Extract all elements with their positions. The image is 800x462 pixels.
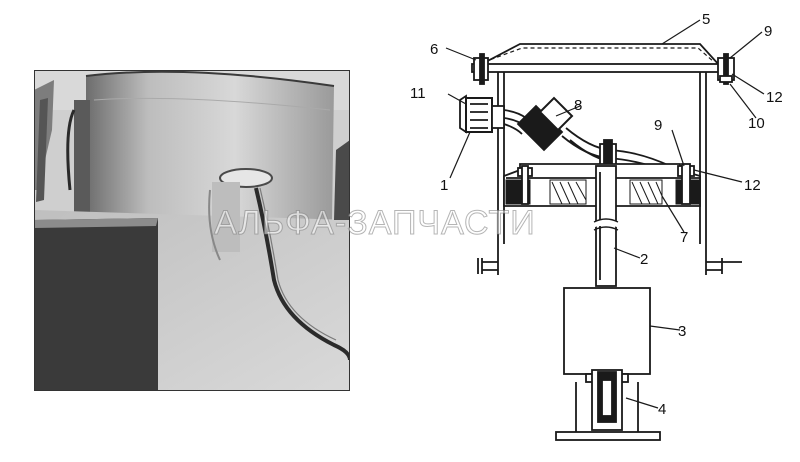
callout-12-bottom: 12 — [744, 177, 761, 194]
callout-11: 11 — [410, 85, 426, 102]
level-sensor-diagram: 6 5 9 12 10 11 1 8 9 12 7 2 3 4 — [410, 11, 783, 441]
callout-3: 3 — [678, 323, 686, 340]
callout-6: 6 — [430, 41, 438, 58]
sensor-installation-photo — [34, 70, 350, 391]
diagram-lines — [445, 19, 765, 441]
callout-12-top: 12 — [766, 89, 783, 106]
callout-4: 4 — [658, 401, 666, 418]
callout-7: 7 — [680, 229, 688, 246]
callout-5: 5 — [702, 11, 710, 28]
leader-lines — [445, 19, 765, 409]
callout-9-top: 9 — [764, 23, 772, 40]
callout-9-bottom: 9 — [654, 117, 662, 134]
watermark: АЛЬФА-ЗАПЧАСТИ — [214, 204, 536, 243]
callout-1: 1 — [440, 177, 448, 194]
callout-2: 2 — [640, 251, 648, 268]
callout-10: 10 — [748, 115, 765, 132]
callout-8: 8 — [574, 97, 582, 114]
